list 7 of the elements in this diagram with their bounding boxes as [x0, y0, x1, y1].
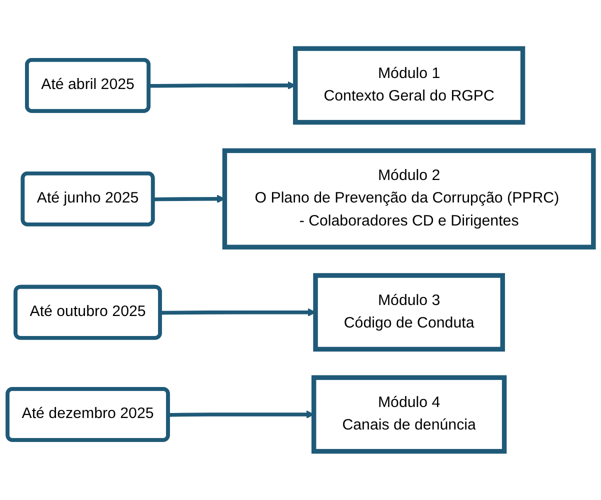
arrow: [153, 194, 226, 204]
arrow: [160, 308, 316, 317]
node-box: Módulo 1 Contexto Geral do RGPC: [293, 46, 526, 125]
arrow: [149, 81, 296, 90]
node-box: Módulo 2 O Plano de Prevenção da Corrupção (PPRC) - Colaboradores CD e Dirigentes: [222, 148, 596, 250]
node-box: Módulo 4 Canais de denúncia: [311, 375, 507, 454]
node-box: Módulo 3 Código de Conduta: [313, 273, 505, 352]
